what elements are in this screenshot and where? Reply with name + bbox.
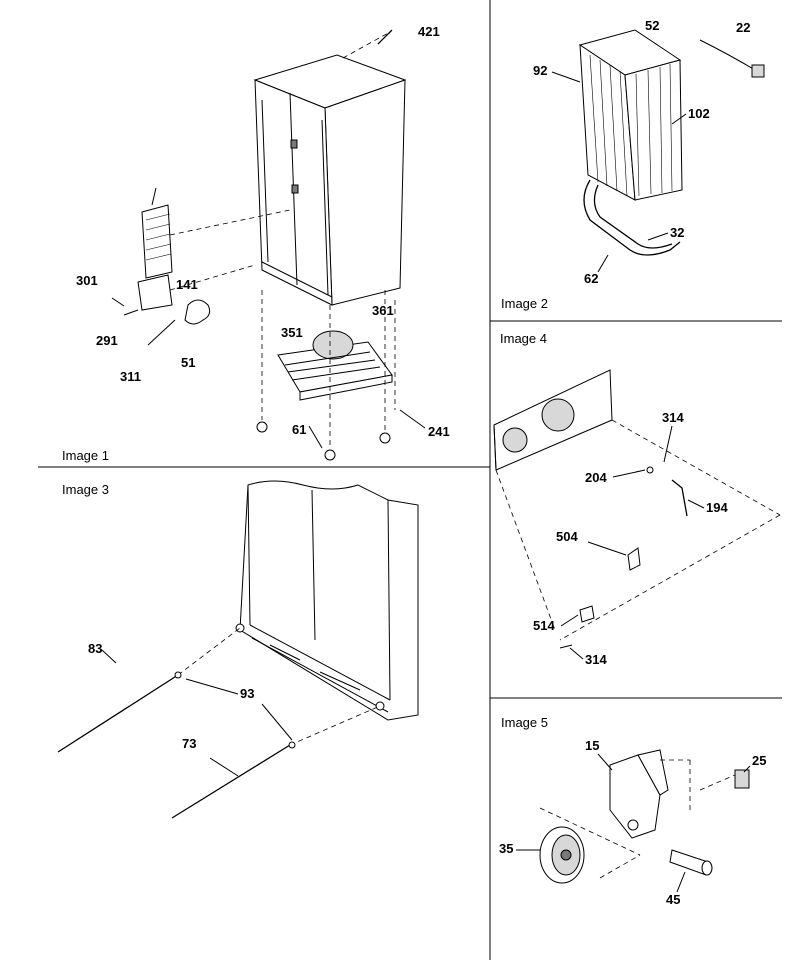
panel-dividers <box>38 0 782 960</box>
rollers-drawing <box>57 627 381 819</box>
callout-25: 25 <box>752 753 766 768</box>
evaporator-drawing <box>578 29 765 256</box>
panel-image-2: Image 2 22 52 92 102 32 62 <box>501 18 765 311</box>
callout-102: 102 <box>688 106 710 121</box>
callout-421: 421 <box>418 24 440 39</box>
callout-514: 514 <box>533 618 555 633</box>
panel-image-5: Image 5 15 25 35 45 <box>499 715 766 907</box>
callout-61: 61 <box>292 422 306 437</box>
callout-32: 32 <box>670 225 684 240</box>
callout-241: 241 <box>428 424 450 439</box>
callout-204: 204 <box>585 470 607 485</box>
callouts-image-2: 22 52 92 102 32 62 <box>533 18 750 286</box>
callout-35: 35 <box>499 841 513 856</box>
valve-parts-drawing <box>559 466 688 649</box>
callout-73: 73 <box>182 736 196 751</box>
callout-361: 361 <box>372 303 394 318</box>
wheel-assembly-drawing <box>539 749 750 884</box>
callout-291: 291 <box>96 333 118 348</box>
callouts-image-3: 83 93 73 <box>88 641 293 777</box>
callout-351: 351 <box>281 325 303 340</box>
callout-51: 51 <box>181 355 195 370</box>
callout-194: 194 <box>706 500 728 515</box>
callout-92: 92 <box>533 63 547 78</box>
panel-title-image-4: Image 4 <box>500 331 547 346</box>
compressor-drawing <box>256 290 396 461</box>
callouts-image-4: 314 204 194 504 514 314 <box>533 410 728 667</box>
panel-title-image-2: Image 2 <box>501 296 548 311</box>
callout-314-top: 314 <box>662 410 684 425</box>
cabinet-bottom-drawing <box>235 480 419 721</box>
callout-93: 93 <box>240 686 254 701</box>
callout-62: 62 <box>584 271 598 286</box>
callout-45: 45 <box>666 892 680 907</box>
callout-301: 301 <box>76 273 98 288</box>
callout-52: 52 <box>645 18 659 33</box>
panel-title-image-3: Image 3 <box>62 482 109 497</box>
machine-compartment-drawing <box>493 369 781 641</box>
condenser-drawing <box>111 187 291 346</box>
callout-83: 83 <box>88 641 102 656</box>
callout-314-bottom: 314 <box>585 652 607 667</box>
callout-504: 504 <box>556 529 578 544</box>
panel-image-3: Image 3 83 93 73 <box>57 480 419 819</box>
cabinet-drawing <box>253 29 407 306</box>
callout-141: 141 <box>176 277 198 292</box>
panel-image-1: Image 1 <box>62 24 450 463</box>
callout-311: 311 <box>120 369 141 384</box>
callouts-image-1: 421 301 141 291 311 51 351 361 61 241 <box>76 24 450 449</box>
panel-image-4: Image 4 314 204 194 504 514 314 <box>493 331 781 667</box>
panel-title-image-5: Image 5 <box>501 715 548 730</box>
callout-22: 22 <box>736 20 750 35</box>
panel-title-image-1: Image 1 <box>62 448 109 463</box>
callout-15: 15 <box>585 738 599 753</box>
callouts-image-5: 15 25 35 45 <box>499 738 766 907</box>
